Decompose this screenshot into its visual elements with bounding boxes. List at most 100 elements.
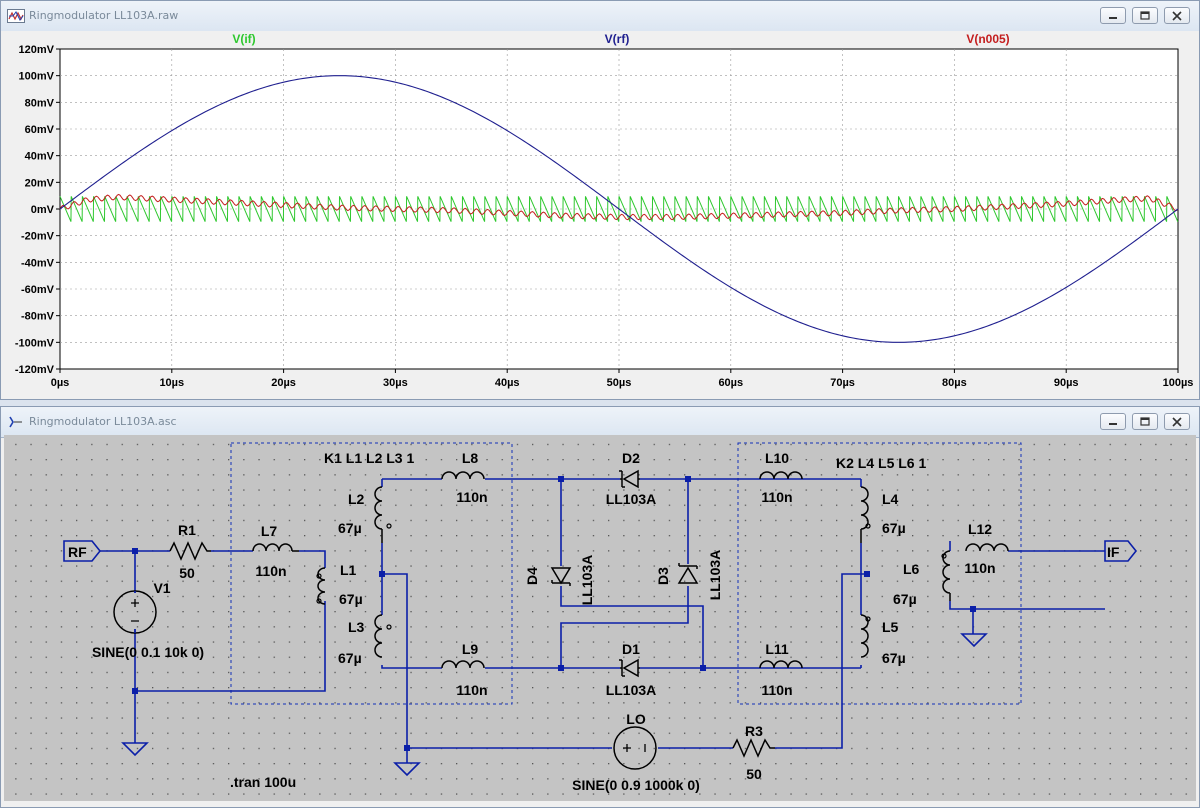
inductor-l2-icon[interactable] <box>374 486 383 543</box>
waveform-titlebar[interactable]: Ringmodulator LL103A.raw <box>1 1 1199 32</box>
l11-name[interactable]: L11 <box>765 641 789 657</box>
l12-name[interactable]: L12 <box>968 521 992 537</box>
y-tick-label: 0mV <box>31 204 55 216</box>
r3-value[interactable]: 50 <box>746 766 762 782</box>
lo-value[interactable]: SINE(0 0.9 1000k 0) <box>572 777 700 793</box>
v1-name[interactable]: V1 <box>153 580 170 596</box>
l11-value[interactable]: 110n <box>761 682 792 698</box>
minimize-button[interactable] <box>1100 7 1126 24</box>
d2-value[interactable]: LL103A <box>606 491 657 507</box>
l3-name[interactable]: L3 <box>348 619 365 635</box>
r1-name[interactable]: R1 <box>178 522 196 538</box>
l9-name[interactable]: L9 <box>462 641 479 657</box>
ground-icon <box>960 633 988 648</box>
minimize-icon <box>1109 423 1117 425</box>
legend-v-n005[interactable]: V(n005) <box>966 32 1009 46</box>
restore-button[interactable] <box>1132 413 1158 430</box>
diode-d3-icon[interactable] <box>677 563 699 584</box>
rf-port-label[interactable]: RF <box>68 544 87 560</box>
resistor-r3-icon[interactable] <box>732 738 775 758</box>
inductor-l8-icon[interactable] <box>441 471 485 480</box>
minimize-button[interactable] <box>1100 413 1126 430</box>
d2-name[interactable]: D2 <box>622 450 640 466</box>
x-tick-label: 60µs <box>718 377 743 389</box>
voltage-source-v1-icon[interactable] <box>113 590 157 634</box>
l9-value[interactable]: 110n <box>456 682 487 698</box>
close-icon <box>1172 11 1182 21</box>
l5-name[interactable]: L5 <box>882 619 899 635</box>
resistor-r1-icon[interactable] <box>169 541 211 561</box>
l6-value[interactable]: 67µ <box>893 591 917 607</box>
diode-d2-icon[interactable] <box>619 469 640 489</box>
inductor-l11-icon[interactable] <box>759 660 803 669</box>
restore-icon <box>1140 11 1150 20</box>
d4-name[interactable]: D4 <box>524 567 540 585</box>
y-tick-label: 60mV <box>25 124 55 136</box>
y-tick-label: 40mV <box>25 151 55 163</box>
coupling-right[interactable]: K2 L4 L5 L6 1 <box>836 455 926 471</box>
restore-icon <box>1140 417 1150 426</box>
close-button[interactable] <box>1164 413 1190 430</box>
inductor-l12-icon[interactable] <box>965 543 1009 552</box>
lo-name[interactable]: LO <box>626 711 646 727</box>
d3-value[interactable]: LL103A <box>707 550 723 601</box>
close-button[interactable] <box>1164 7 1190 24</box>
l8-name[interactable]: L8 <box>462 450 479 466</box>
x-tick-label: 30µs <box>383 377 408 389</box>
l10-value[interactable]: 110n <box>761 489 792 505</box>
l12-value[interactable]: 110n <box>964 560 995 576</box>
l7-name[interactable]: L7 <box>261 523 278 539</box>
inductor-l4-icon[interactable] <box>860 486 869 543</box>
v1-value[interactable]: SINE(0 0.1 10k 0) <box>92 644 204 660</box>
l10-name[interactable]: L10 <box>765 450 789 466</box>
y-tick-label: -40mV <box>21 257 55 269</box>
l1-value[interactable]: 67µ <box>339 591 363 607</box>
schematic-canvas[interactable]: RF IF <box>4 435 1196 801</box>
tran-directive[interactable]: .tran 100u <box>230 774 296 790</box>
rf-port-icon <box>63 540 102 562</box>
voltage-source-lo-icon[interactable] <box>613 726 657 770</box>
l8-value[interactable]: 110n <box>456 489 487 505</box>
inductor-l5-icon[interactable] <box>860 614 869 658</box>
r1-value[interactable]: 50 <box>179 565 195 581</box>
if-port-icon <box>1104 540 1138 562</box>
l2-name[interactable]: L2 <box>348 491 365 507</box>
l4-value[interactable]: 67µ <box>882 520 906 536</box>
schematic-titlebar[interactable]: Ringmodulator LL103A.asc <box>1 407 1199 438</box>
legend-v-rf[interactable]: V(rf) <box>605 32 630 46</box>
y-tick-label: 100mV <box>19 71 55 83</box>
d3-name[interactable]: D3 <box>655 567 671 585</box>
d4-value[interactable]: LL103A <box>579 555 595 606</box>
l7-value[interactable]: 110n <box>255 563 286 579</box>
x-tick-label: 100µs <box>1163 377 1194 389</box>
l6-name[interactable]: L6 <box>903 561 920 577</box>
r3-name[interactable]: R3 <box>745 723 763 739</box>
l1-name[interactable]: L1 <box>340 562 357 578</box>
d1-value[interactable]: LL103A <box>606 682 657 698</box>
l5-value[interactable]: 67µ <box>882 650 906 666</box>
l3-value[interactable]: 67µ <box>338 650 362 666</box>
x-tick-label: 70µs <box>830 377 855 389</box>
x-tick-label: 0µs <box>51 377 70 389</box>
restore-button[interactable] <box>1132 7 1158 24</box>
l4-name[interactable]: L4 <box>882 491 899 507</box>
coupling-left[interactable]: K1 L1 L2 L3 1 <box>324 450 414 466</box>
x-tick-label: 40µs <box>495 377 520 389</box>
inductor-l7-icon[interactable] <box>252 543 299 552</box>
waveform-plot[interactable]: 120mV100mV80mV60mV40mV20mV0mV-20mV-40mV-… <box>1 31 1199 399</box>
diode-d4-icon[interactable] <box>550 567 572 586</box>
trace-v-n005[interactable] <box>59 193 1179 221</box>
trace-v-rf[interactable] <box>59 75 1179 343</box>
d1-name[interactable]: D1 <box>622 641 640 657</box>
y-tick-label: -120mV <box>15 364 55 376</box>
if-port-label[interactable]: IF <box>1107 544 1120 560</box>
inductor-l10-icon[interactable] <box>759 471 803 480</box>
legend-v-if[interactable]: V(if) <box>232 32 255 46</box>
diode-d1-icon[interactable] <box>619 658 640 678</box>
inductor-l3-icon[interactable] <box>374 614 383 658</box>
x-tick-label: 90µs <box>1054 377 1079 389</box>
l2-value[interactable]: 67µ <box>338 520 362 536</box>
coupling-box-right <box>737 442 1022 705</box>
inductor-l9-icon[interactable] <box>441 660 485 669</box>
